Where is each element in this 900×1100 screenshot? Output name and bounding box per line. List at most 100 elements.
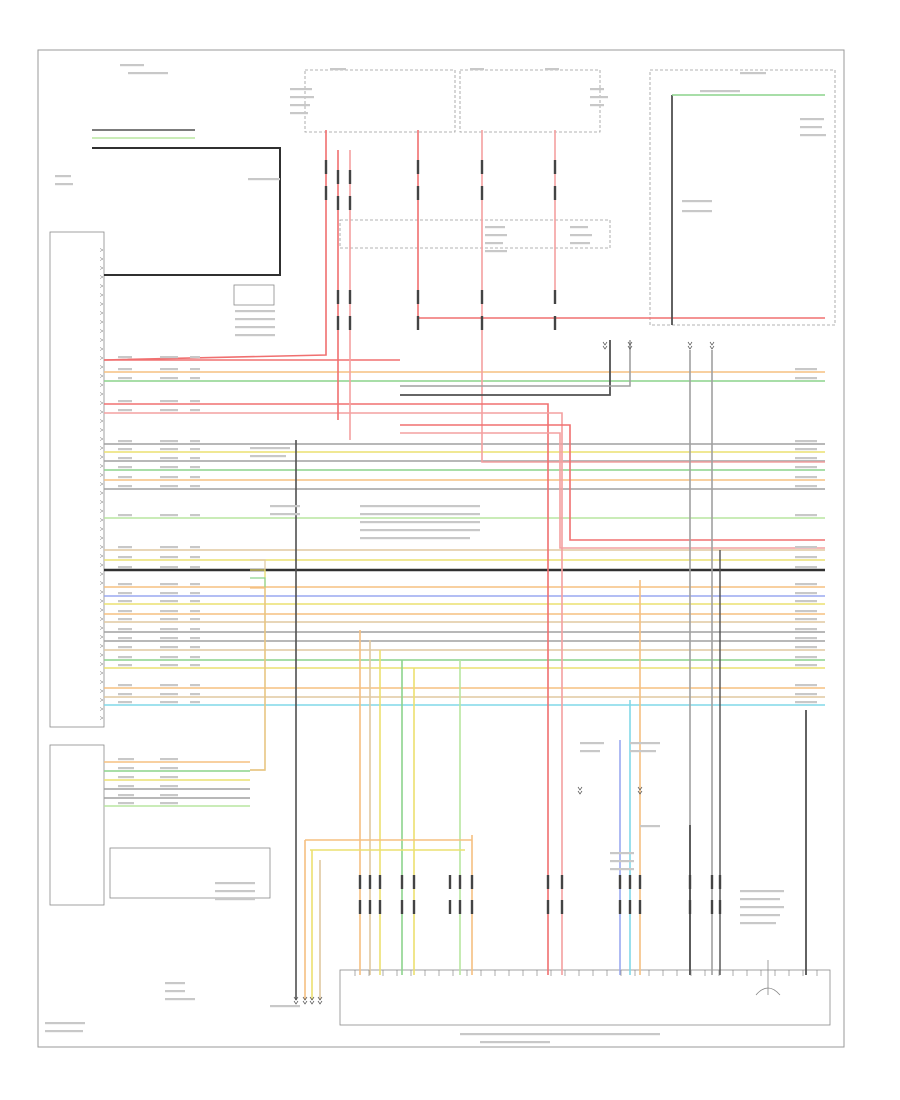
- lower-switch-component: [109, 847, 271, 899]
- small-label-mark: [160, 693, 178, 696]
- small-label-mark: [640, 825, 660, 828]
- small-label-mark: [235, 310, 275, 313]
- black-loop: [92, 147, 281, 276]
- small-label-mark: [795, 628, 817, 631]
- small-label-mark: [118, 684, 132, 687]
- pink-drop-1: [400, 412, 563, 975]
- small-label-mark: [118, 693, 132, 696]
- bottom-connector-4b: [412, 900, 416, 914]
- small-label-mark: [795, 457, 817, 460]
- inline-connector-6: [336, 290, 340, 304]
- radio-pin-arrow: [99, 599, 104, 603]
- small-label-mark: [118, 618, 132, 621]
- bottom-connector-10: [618, 875, 622, 889]
- small-label-mark: [290, 104, 310, 107]
- radio-pin-arrow: [99, 581, 104, 585]
- small-label-mark: [485, 250, 507, 253]
- small-label-mark: [118, 377, 132, 380]
- small-label-mark: [270, 513, 300, 516]
- small-label-mark: [795, 466, 817, 469]
- small-label-mark: [160, 546, 178, 549]
- small-label-mark: [190, 600, 200, 603]
- bottom-connector-0: [358, 875, 362, 889]
- small-label-mark: [165, 982, 185, 985]
- radio-pin-arrow: [99, 590, 104, 594]
- small-label-mark: [160, 556, 178, 559]
- small-label-mark: [795, 637, 817, 640]
- small-label-mark: [795, 546, 817, 549]
- radio-pin-arrow: [99, 482, 104, 486]
- small-label-mark: [795, 656, 817, 659]
- radio-pin-arrow: [99, 464, 104, 468]
- small-label-mark: [795, 566, 817, 569]
- radio-pin-arrow: [99, 545, 104, 549]
- bottom-connector-13b: [688, 900, 692, 914]
- left-bottom-pin-1: [309, 996, 315, 1005]
- small-label-mark: [160, 368, 178, 371]
- small-label-mark: [160, 618, 178, 621]
- small-label-mark: [795, 476, 817, 479]
- bottom-connector-8: [546, 875, 550, 889]
- small-label-mark: [740, 72, 766, 75]
- small-label-mark: [610, 860, 634, 863]
- small-label-mark: [160, 785, 178, 788]
- small-label-mark: [190, 664, 200, 667]
- small-label-mark: [190, 457, 200, 460]
- radio-pin-arrow: [99, 356, 104, 360]
- bottom-connector-9b: [560, 900, 564, 914]
- small-label-mark: [570, 242, 590, 245]
- fuse-block-outline-left: [304, 69, 456, 133]
- radio-pin-arrow: [99, 671, 104, 675]
- small-label-mark: [485, 242, 503, 245]
- fuse-block-outline-right: [459, 69, 601, 133]
- small-label-mark: [190, 583, 200, 586]
- mid-pin-0: [577, 786, 583, 795]
- small-label-mark: [795, 618, 817, 621]
- dark-run-1: [400, 340, 611, 396]
- radio-pin-arrow: [99, 266, 104, 270]
- inline-connector-4b: [480, 186, 484, 200]
- small-label-mark: [190, 684, 200, 687]
- small-label-mark: [795, 600, 817, 603]
- radio-pin-arrow: [99, 320, 104, 324]
- small-label-mark: [118, 566, 132, 569]
- small-label-mark: [160, 448, 178, 451]
- small-label-mark: [740, 922, 776, 925]
- small-label-mark: [190, 514, 200, 517]
- small-label-mark: [118, 514, 132, 517]
- small-label-mark: [215, 890, 255, 893]
- antenna-module-outline: [649, 69, 836, 326]
- small-label-mark: [160, 600, 178, 603]
- small-label-mark: [795, 693, 817, 696]
- small-label-mark: [590, 104, 604, 107]
- small-label-mark: [118, 767, 134, 770]
- bottom-connector-9: [560, 875, 564, 889]
- radio-pin-arrow: [99, 491, 104, 495]
- small-label-mark: [795, 440, 817, 443]
- small-label-mark: [118, 583, 132, 586]
- small-label-mark: [580, 750, 600, 753]
- radio-pin-arrow: [99, 437, 104, 441]
- bottom-connector-1b: [368, 900, 372, 914]
- radio-pin-arrow: [99, 284, 104, 288]
- small-label-mark: [215, 882, 255, 885]
- radio-pin-arrow: [99, 563, 104, 567]
- small-label-mark: [118, 556, 132, 559]
- connector-layer: [99, 160, 818, 1005]
- small-label-mark: [190, 592, 200, 595]
- small-label-mark: [118, 758, 134, 761]
- small-label-mark: [800, 134, 826, 137]
- amp-loop-1: [250, 569, 266, 771]
- mid-pin-1: [637, 786, 643, 795]
- bottom-connector-3: [400, 875, 404, 889]
- small-label-mark: [118, 592, 132, 595]
- small-label-mark: [190, 646, 200, 649]
- small-label-mark: [160, 356, 178, 359]
- bottom-connector-6b: [458, 900, 462, 914]
- small-label-mark: [190, 610, 200, 613]
- small-label-mark: [590, 96, 608, 99]
- radio-pin-arrow: [99, 536, 104, 540]
- small-label-mark: [160, 400, 178, 403]
- small-label-mark: [360, 521, 480, 524]
